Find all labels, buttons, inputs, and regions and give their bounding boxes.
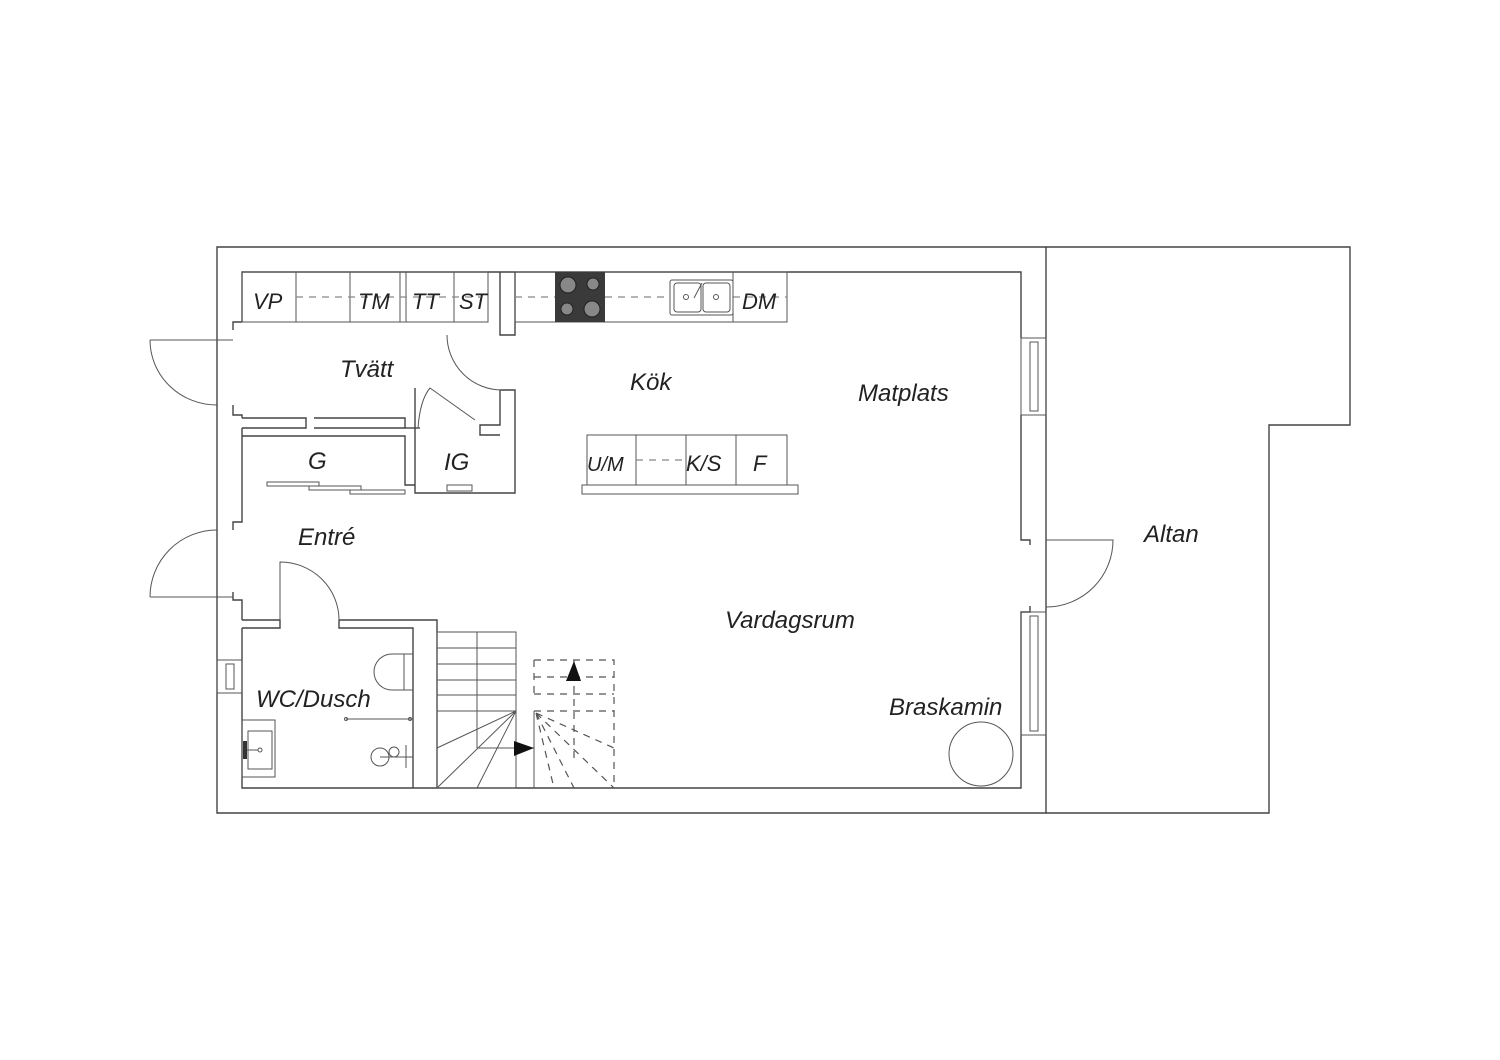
room-label-kok: Kök [630, 369, 673, 396]
washbasin-icon [241, 719, 276, 778]
room-label-vardagsrum: Vardagsrum [725, 607, 855, 634]
room-label-wc-dusch: WC/Dusch [256, 686, 371, 713]
label-um: U/M [587, 454, 624, 476]
kitchen-counter [514, 271, 788, 323]
sink-icon [669, 279, 734, 316]
fireplace-icon [948, 721, 1014, 787]
exterior-walls [216, 246, 1351, 814]
toilet-icon [373, 653, 413, 691]
room-label-g: G [308, 448, 327, 475]
label-dm: DM [742, 289, 777, 314]
room-label-entre: Entré [298, 524, 355, 551]
shower-icon [370, 745, 413, 768]
room-label-altan: Altan [1142, 521, 1199, 548]
room-label-braskamin: Braskamin [889, 694, 1002, 721]
label-vp: VP [253, 289, 283, 314]
doors [149, 334, 1114, 621]
label-tt: TT [412, 289, 440, 314]
room-label-ig: IG [444, 449, 469, 476]
hob-icon [555, 272, 605, 322]
room-label-tvatt: Tvätt [340, 356, 395, 383]
label-ks: K/S [686, 451, 722, 476]
label-st: ST [459, 289, 489, 314]
label-f: F [753, 451, 768, 476]
staircase [436, 631, 615, 789]
bathroom-fixtures [241, 653, 413, 778]
label-tm: TM [358, 289, 390, 314]
kitchen-island [581, 434, 799, 495]
room-label-matplats: Matplats [858, 380, 949, 407]
laundry-counter [241, 271, 489, 323]
